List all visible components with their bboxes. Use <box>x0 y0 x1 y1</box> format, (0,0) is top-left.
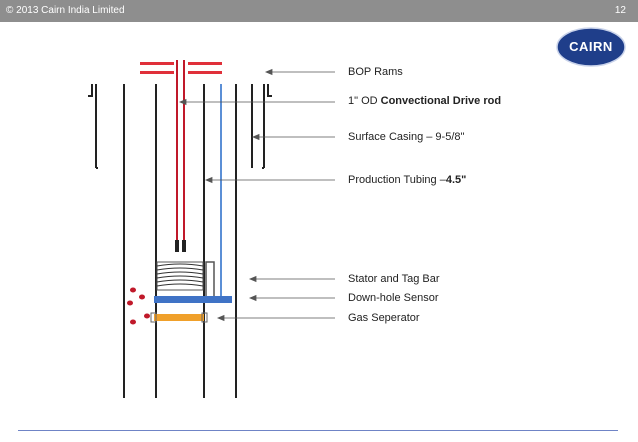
gas-bubbles <box>127 287 150 325</box>
label-bop-rams: BOP Rams <box>348 66 403 78</box>
production-casing <box>123 84 237 398</box>
label-stator: Stator and Tag Bar <box>348 273 440 285</box>
drive-rod <box>175 60 186 252</box>
surface-casing <box>88 84 272 169</box>
logo-text: CAIRN <box>569 39 613 54</box>
label-arrows <box>178 68 335 322</box>
label-drive-rod-prefix: 1" OD <box>348 95 381 107</box>
label-production-tubing-prefix: Production Tubing – <box>348 174 446 186</box>
label-production-tubing-bold: 4.5" <box>445 174 467 186</box>
label-drive-rod: 1" OD Convectional Drive rod <box>348 95 501 107</box>
label-drive-rod-bold: Convectional Drive rod <box>380 95 502 107</box>
label-gas-separator: Gas Seperator <box>348 312 420 324</box>
bop-rams <box>140 62 222 74</box>
production-tubing <box>155 84 205 398</box>
cairn-logo: CAIRN <box>556 27 626 67</box>
label-surface-casing: Surface Casing – 9-5/8" <box>348 131 465 143</box>
label-production-tubing: Production Tubing –4.5" <box>348 174 466 186</box>
label-sensor: Down-hole Sensor <box>348 292 439 304</box>
page-number: 12 <box>614 5 626 16</box>
down-hole-sensor <box>154 296 232 303</box>
copyright-text: © 2013 Cairn India Limited <box>6 5 125 16</box>
tag-bar <box>205 261 215 296</box>
footer-divider <box>18 430 618 431</box>
stator-coil <box>156 261 204 291</box>
gas-separator <box>150 312 208 323</box>
header-bar: © 2013 Cairn India Limited 12 <box>0 0 638 22</box>
